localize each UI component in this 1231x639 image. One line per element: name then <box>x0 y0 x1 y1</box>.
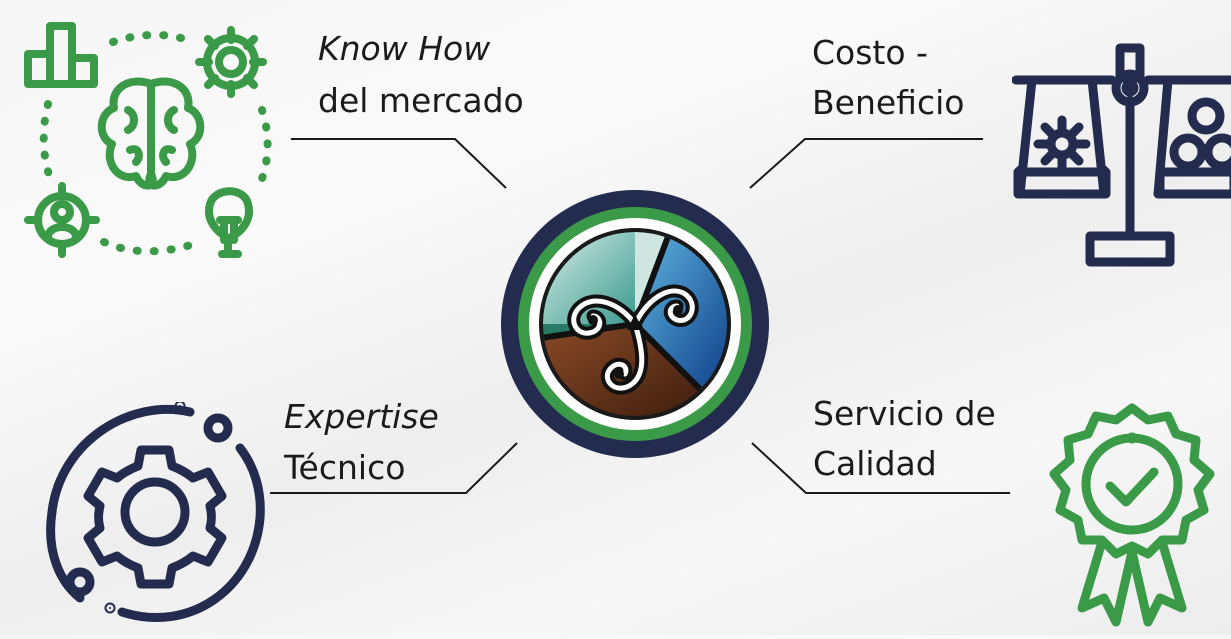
connector-bottom-right <box>751 442 1010 494</box>
connector-top-right <box>749 138 983 189</box>
label-costo-line1: Costo - <box>812 33 928 72</box>
quality-badge-icon <box>1049 403 1215 627</box>
gear-orbit-icon <box>46 400 265 622</box>
label-know-how-line1: Know How <box>318 29 491 68</box>
label-expertise-line2: Técnico <box>284 448 406 487</box>
label-servicio-calidad: Servicio de Calidad <box>813 393 996 485</box>
bottom-right-icon <box>1034 402 1231 639</box>
label-know-how: Know How del mercado <box>318 28 524 122</box>
label-costo-line2: Beneficio <box>812 83 965 122</box>
label-servicio-line2: Calidad <box>813 444 937 483</box>
bottom-left-icon <box>40 400 270 631</box>
triskelion-logo <box>501 190 769 458</box>
top-right-icon <box>1011 40 1231 274</box>
label-know-how-line2: del mercado <box>318 81 524 120</box>
top-left-icon <box>18 14 278 270</box>
label-costo-beneficio: Costo - Beneficio <box>812 32 964 124</box>
label-expertise-line1: Expertise <box>284 397 439 436</box>
brain-analytics-icon <box>24 22 272 258</box>
balance-scale-icon <box>1011 43 1231 267</box>
connector-bottom-left <box>270 442 518 494</box>
label-expertise: Expertise Técnico <box>284 396 439 489</box>
center-logo <box>501 190 769 462</box>
connector-top-left <box>291 138 507 189</box>
label-servicio-line1: Servicio de <box>813 394 996 433</box>
